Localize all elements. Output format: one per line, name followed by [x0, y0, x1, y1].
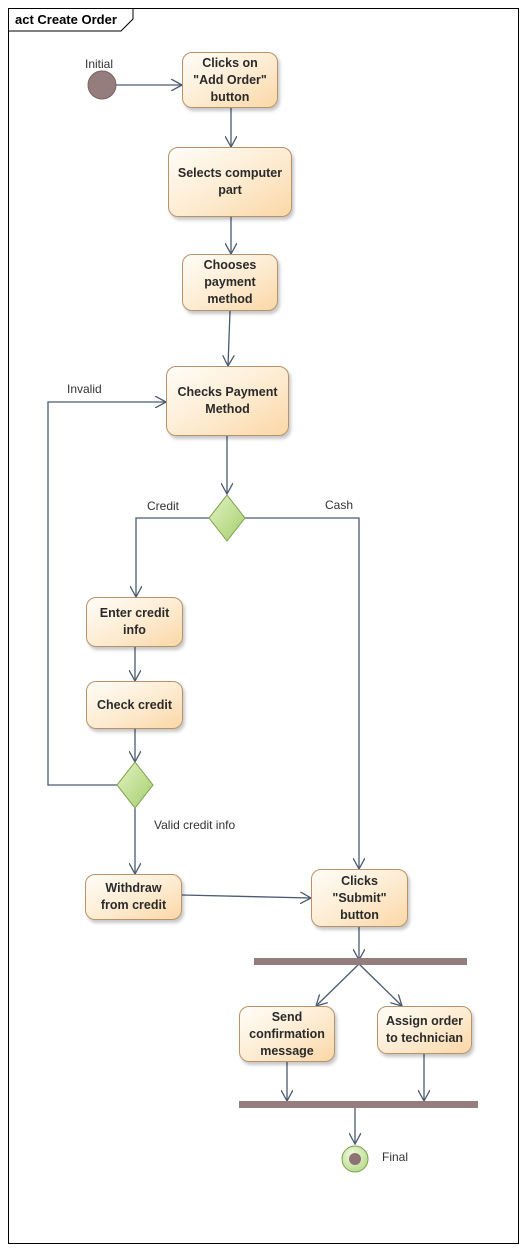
payment-decision-node	[208, 494, 246, 542]
credit-decision-node	[116, 761, 154, 809]
guard-valid-credit-info: Valid credit info	[154, 818, 236, 832]
flow-choose-payment-to-check-payment	[228, 310, 230, 366]
final-node-inner	[349, 1153, 361, 1165]
fork-bar	[254, 958, 467, 965]
frame-title: act Create Order	[15, 12, 117, 27]
action-enter-credit-info: Enter credit info	[86, 597, 183, 647]
flow-fork-to-assign	[358, 963, 402, 1006]
action-send-confirmation: Send confirmation message	[239, 1006, 335, 1062]
join-bar	[239, 1101, 478, 1108]
initial-node	[87, 70, 117, 100]
action-choose-payment-method: Chooses payment method	[182, 254, 278, 311]
action-check-credit: Check credit	[86, 681, 183, 729]
action-assign-order: Assign order to technician	[377, 1006, 472, 1054]
final-label: Final	[382, 1150, 409, 1164]
flow-cash-branch	[245, 517, 359, 869]
action-check-payment-method: Checks Payment Method	[166, 366, 289, 436]
frame-title-tab	[9, 9, 134, 32]
guard-invalid: Invalid	[67, 382, 102, 396]
guard-cash: Cash	[325, 498, 354, 512]
action-select-computer-part: Selects computer part	[168, 147, 292, 217]
flow-withdraw-to-submit	[181, 895, 311, 898]
action-click-submit: Clicks "Submit" button	[311, 869, 408, 927]
flow-invalid-loop	[47, 402, 166, 786]
guard-credit: Credit	[147, 499, 180, 513]
action-withdraw-from-credit: Withdraw from credit	[85, 874, 182, 920]
flow-credit-branch	[136, 517, 209, 597]
flow-fork-to-send	[316, 963, 360, 1006]
action-add-order: Clicks on "Add Order" button	[182, 52, 278, 108]
initial-label: Initial	[85, 57, 114, 71]
